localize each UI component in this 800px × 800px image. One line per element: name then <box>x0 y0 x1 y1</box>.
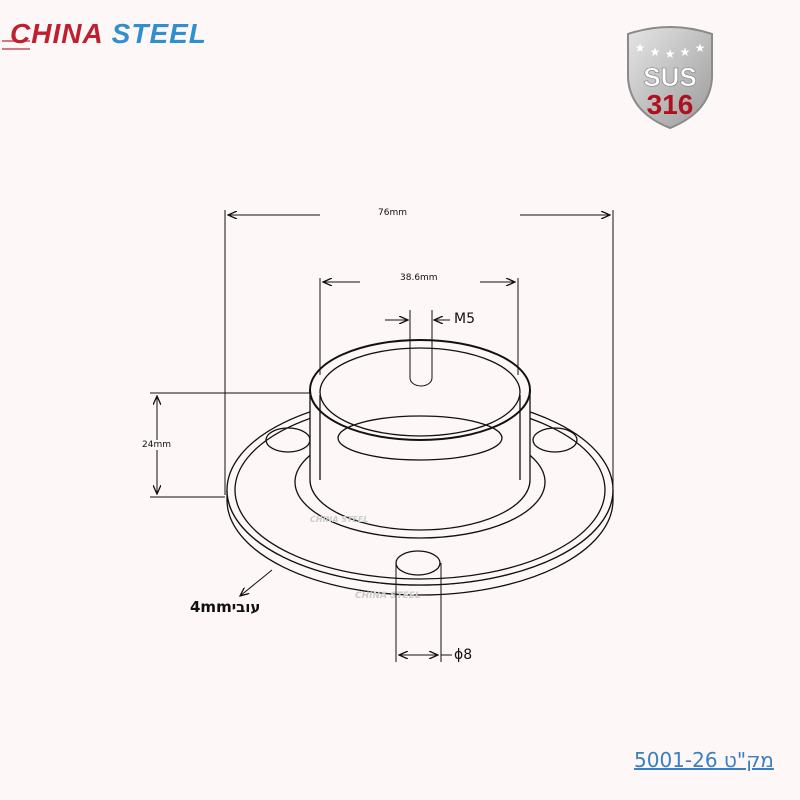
tube-dimension: 38.6mm <box>400 273 438 283</box>
thickness-label: 4mmעובי <box>190 598 260 616</box>
watermark: CHINA STEEL <box>310 515 368 524</box>
logo-part2: STEEL <box>111 18 207 49</box>
sku-link[interactable]: מק"ט 5001-26 <box>634 748 774 772</box>
thickness-word: עובי <box>231 598 261 616</box>
svg-text:★: ★ <box>665 47 676 61</box>
svg-text:★: ★ <box>680 45 691 59</box>
sus316-badge: ★ ★ ★ ★ ★ SUS 316 <box>627 26 713 130</box>
screw-dimension: M5 <box>454 311 475 327</box>
svg-text:★: ★ <box>635 41 646 55</box>
thickness-value: 4mm <box>190 598 232 616</box>
width-dimension: 76mm <box>378 208 407 218</box>
height-dimension: 24mm <box>142 440 171 450</box>
logo-part1: CHINA <box>10 18 104 49</box>
hole-dimension: ϕ8 <box>454 647 473 663</box>
svg-text:★: ★ <box>695 41 706 55</box>
badge-316: 316 <box>647 89 694 120</box>
flange-tube <box>309 339 531 531</box>
dimension-lines <box>150 210 614 662</box>
watermark: CHINA STEEL <box>355 591 421 601</box>
svg-text:★: ★ <box>650 45 661 59</box>
logo-speed-lines <box>2 40 30 50</box>
badge-sus: SUS <box>643 62 696 92</box>
